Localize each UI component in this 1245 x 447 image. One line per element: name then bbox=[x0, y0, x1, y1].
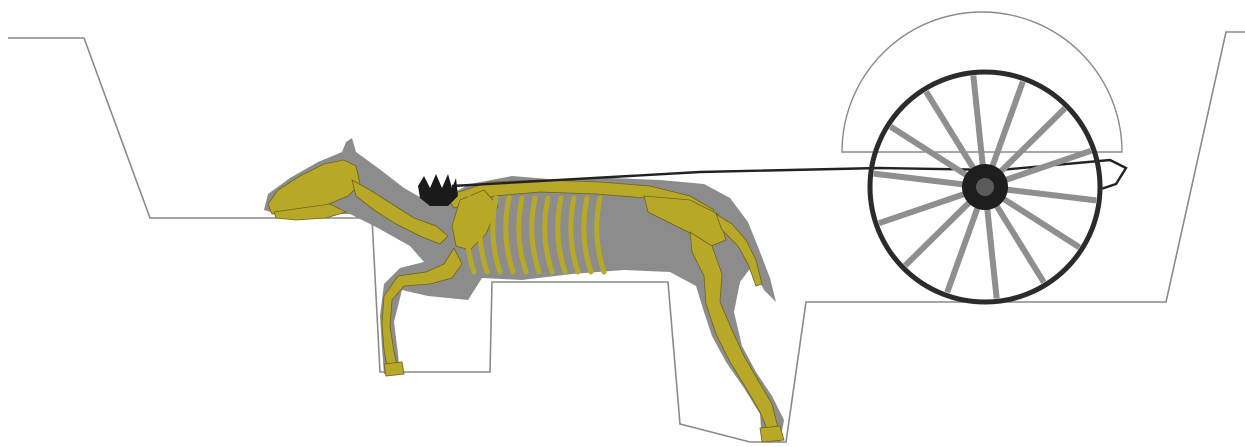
wheel-spoke bbox=[987, 209, 996, 299]
hind-hoof bbox=[760, 426, 784, 442]
wheel-spoke bbox=[1007, 190, 1096, 201]
chariot-wheel bbox=[870, 72, 1100, 302]
yoke-saddle-body bbox=[418, 174, 458, 206]
wheel-spoke bbox=[874, 174, 963, 185]
wheel-hub-center bbox=[976, 178, 994, 196]
fore-hoof bbox=[384, 362, 404, 376]
yoke-saddle-icon bbox=[418, 174, 458, 206]
